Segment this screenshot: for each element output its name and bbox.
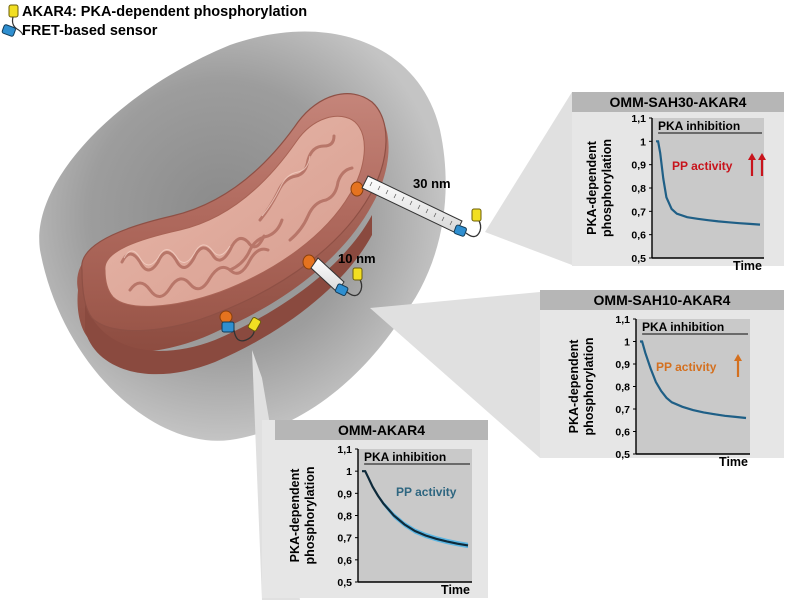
panel-header bbox=[540, 290, 784, 310]
y-tick-label: 0,9 bbox=[337, 488, 352, 500]
x-axis-label: Time bbox=[733, 259, 762, 273]
y-tick-label: 0,6 bbox=[631, 230, 646, 242]
pp-activity-label: PP activity bbox=[656, 360, 717, 374]
y-tick-label: 1 bbox=[640, 136, 646, 148]
sensor-blue-sah30 bbox=[453, 224, 467, 237]
plot-area bbox=[358, 449, 472, 582]
plot-area bbox=[636, 319, 750, 454]
panel-omm-sah30-akar4: OMM-SAH30-AKAR4 1,1 1 0,9 0,8 0,7 0,6 0,5 PKA-de… bbox=[572, 92, 784, 273]
sensor-yellow-sah10 bbox=[352, 267, 363, 281]
connector-sah30 bbox=[485, 92, 572, 265]
y-tick-label: 1 bbox=[624, 337, 630, 349]
y-tick-label: 0,9 bbox=[631, 160, 646, 172]
panel-omm-sah10-akar4: OMM-SAH10-AKAR4 1,1 1 0,9 0,8 0,7 0,6 0,5 PKA-de… bbox=[540, 290, 784, 469]
sensor-blue-sah10 bbox=[334, 283, 349, 297]
y-tick-label: 0,5 bbox=[631, 253, 646, 265]
panel-title: OMM-SAH30-AKAR4 bbox=[610, 94, 747, 110]
y-tick-label: 0,6 bbox=[337, 555, 352, 567]
inhibition-label: PKA inhibition bbox=[658, 119, 740, 133]
plot-area bbox=[652, 118, 764, 258]
pp-activity-label: PP activity bbox=[396, 485, 457, 499]
sensor-yellow-omm bbox=[247, 317, 262, 332]
panel-header bbox=[572, 92, 784, 112]
y-axis-label: PKA-dependentphosphorylation bbox=[567, 338, 596, 436]
panel-title: OMM-SAH10-AKAR4 bbox=[594, 292, 731, 308]
error-band bbox=[362, 470, 468, 549]
legend-line-2: FRET-based sensor bbox=[22, 23, 158, 39]
sensor-yellow-sah30 bbox=[471, 208, 482, 222]
y-axis-label: PKA-dependentphosphorylation bbox=[585, 139, 614, 237]
pp-arrow-head bbox=[734, 354, 742, 361]
panel-header bbox=[275, 420, 488, 440]
series-line bbox=[640, 340, 747, 420]
y-tick-label: 1,1 bbox=[615, 314, 630, 326]
pp-arrow-head bbox=[748, 153, 756, 160]
sensor-blue-omm bbox=[221, 321, 235, 333]
y-tick-label: 0,8 bbox=[337, 511, 352, 523]
legend: AKAR4: PKA-dependent phosphorylation FRE… bbox=[1, 4, 307, 39]
series-line bbox=[362, 470, 469, 547]
legend-sensor-icon bbox=[1, 4, 24, 37]
y-tick-label: 0,7 bbox=[337, 533, 352, 545]
y-tick-label: 0,5 bbox=[337, 577, 352, 589]
anchor-sah30 bbox=[350, 181, 364, 197]
x-axis-label: Time bbox=[441, 583, 470, 597]
y-tick-label: 0,6 bbox=[615, 427, 630, 439]
series-line bbox=[656, 140, 761, 226]
inhibition-label: PKA inhibition bbox=[364, 450, 446, 464]
legend-line-1: AKAR4: PKA-dependent phosphorylation bbox=[22, 4, 307, 20]
y-tick-label: 1 bbox=[346, 466, 352, 478]
y-tick-label: 0,9 bbox=[615, 359, 630, 371]
x-axis-label: Time bbox=[719, 455, 748, 469]
distance-label-30nm: 30 nm bbox=[413, 176, 451, 191]
sensor-sah30 bbox=[350, 175, 482, 238]
connector-sah10 bbox=[370, 292, 540, 458]
mitochondrion bbox=[77, 93, 389, 375]
pp-arrow-head bbox=[758, 153, 766, 160]
panel-title: OMM-AKAR4 bbox=[338, 422, 425, 438]
y-axis-label: PKA-dependentphosphorylation bbox=[288, 467, 317, 565]
panel-omm-akar4: OMM-AKAR4 1,1 1 0,9 0,8 0,7 0,6 0,5 PKA-dependen… bbox=[262, 420, 488, 598]
inhibition-label: PKA inhibition bbox=[642, 320, 724, 334]
sensor-sah10 bbox=[302, 254, 363, 297]
y-tick-label: 0,8 bbox=[631, 183, 646, 195]
distance-label-10nm: 10 nm bbox=[338, 251, 376, 266]
y-tick-label: 0,7 bbox=[631, 206, 646, 218]
y-tick-label: 1,1 bbox=[337, 444, 352, 456]
y-tick-label: 0,5 bbox=[615, 449, 630, 461]
pp-activity-label: PP activity bbox=[672, 159, 733, 173]
y-tick-label: 0,7 bbox=[615, 404, 630, 416]
anchor-omm bbox=[219, 310, 233, 324]
y-tick-label: 0,8 bbox=[615, 382, 630, 394]
sensor-omm bbox=[219, 310, 262, 342]
y-tick-label: 1,1 bbox=[631, 113, 646, 125]
